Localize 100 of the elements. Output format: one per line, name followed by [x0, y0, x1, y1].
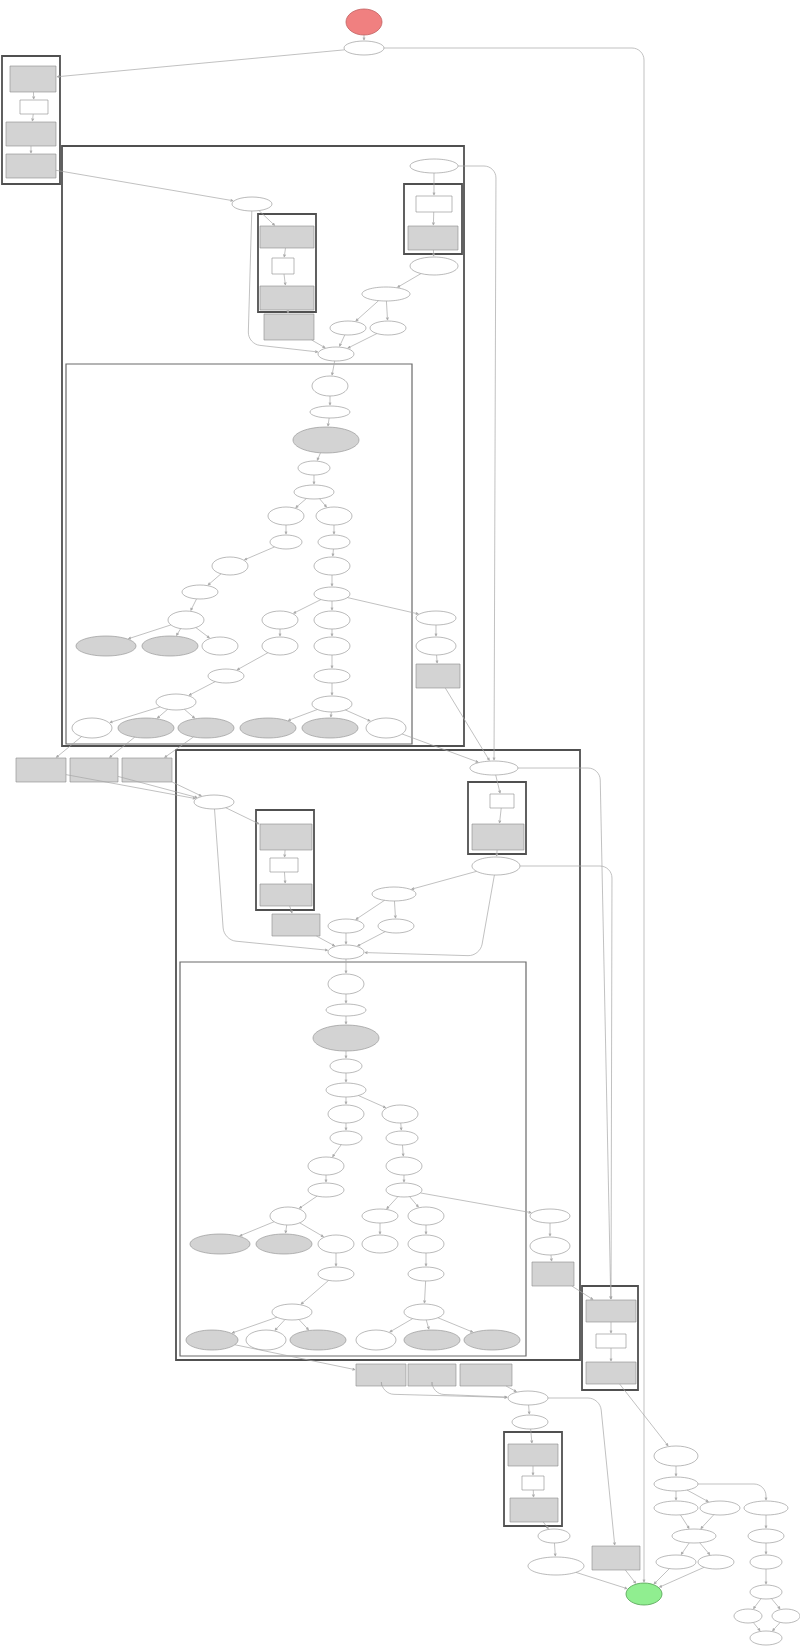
ellipse-node — [743, 1500, 789, 1516]
arrow — [347, 333, 378, 349]
arrow — [424, 1224, 428, 1235]
cluster-frame — [257, 213, 317, 313]
ellipse-node — [155, 693, 197, 711]
arrow — [239, 1221, 275, 1237]
ellipse-node — [407, 1206, 445, 1226]
arrow — [344, 1050, 348, 1059]
box-node — [19, 99, 49, 115]
cluster-frame — [503, 1431, 563, 1527]
arrow — [697, 1483, 768, 1501]
ellipse-node — [653, 1445, 699, 1467]
ellipse-node — [167, 610, 205, 630]
arrow — [234, 1344, 356, 1371]
ellipse-node — [309, 405, 351, 419]
arrow — [109, 706, 161, 724]
ellipse-node — [361, 1234, 399, 1254]
shaded-ellipse — [239, 717, 297, 739]
arrow — [344, 1015, 348, 1025]
shaded-box — [69, 757, 119, 783]
box-node — [595, 1333, 627, 1349]
arrow — [699, 1542, 711, 1555]
ellipse-node — [409, 158, 459, 174]
arrow — [553, 1542, 557, 1557]
arrow — [423, 1280, 426, 1304]
arrow — [505, 1385, 517, 1393]
arrow — [434, 624, 438, 637]
arrow — [327, 417, 330, 427]
arrow — [188, 681, 216, 696]
ellipse-node — [471, 856, 521, 876]
ellipse-node — [313, 668, 351, 684]
arrow — [411, 871, 477, 890]
shaded-box — [259, 883, 313, 907]
ellipse-node — [181, 584, 219, 600]
shaded-ellipse — [301, 717, 359, 739]
shaded-box — [507, 1443, 559, 1467]
arrow — [530, 1428, 534, 1444]
ellipse-node — [71, 717, 113, 739]
ellipse-node — [329, 1130, 363, 1146]
ellipse-node — [311, 695, 353, 713]
arrow — [283, 871, 287, 884]
shaded-box — [415, 663, 461, 689]
ellipse-node — [361, 286, 411, 302]
arrow — [316, 452, 321, 461]
ellipse-node — [529, 1236, 571, 1256]
ellipse-node — [385, 1156, 423, 1176]
ellipse-node — [307, 1156, 345, 1176]
arrow — [700, 1514, 715, 1529]
arrow — [56, 49, 346, 78]
ellipse-node — [329, 320, 367, 336]
arrow — [397, 273, 422, 288]
arrow — [686, 1489, 709, 1503]
arrow — [386, 1196, 399, 1210]
ellipse-node — [469, 760, 519, 776]
shaded-ellipse — [189, 1233, 251, 1255]
arrow — [532, 1489, 535, 1498]
arrow — [435, 654, 439, 664]
arrow — [401, 733, 479, 763]
arrow — [295, 498, 307, 508]
ellipse-node — [749, 1554, 783, 1570]
shaded-box — [15, 757, 67, 783]
arrow — [329, 711, 333, 718]
shaded-ellipse — [289, 1329, 347, 1351]
ellipse-node — [407, 1234, 445, 1254]
shaded-ellipse — [463, 1329, 521, 1351]
ellipse-node — [343, 40, 385, 56]
arrow — [772, 1622, 781, 1632]
arrow — [550, 1254, 553, 1262]
arrow — [344, 1122, 348, 1131]
arrow — [495, 774, 501, 794]
arrow — [157, 708, 168, 719]
arrow — [344, 958, 348, 974]
ellipse-node — [261, 610, 299, 630]
cluster-frame — [581, 1285, 639, 1391]
shaded-box — [407, 225, 459, 251]
shaded-box — [271, 913, 321, 937]
shaded-ellipse — [185, 1329, 239, 1351]
shaded-ellipse — [75, 635, 137, 657]
arrow — [109, 736, 135, 758]
arrow — [231, 1316, 278, 1334]
arrow — [248, 210, 319, 353]
arrow — [287, 709, 318, 721]
arrow — [383, 47, 646, 1583]
arrow — [752, 1622, 761, 1632]
ellipse-node — [317, 1266, 355, 1282]
ellipse-node — [369, 320, 407, 336]
arrow — [432, 249, 435, 257]
ellipse-node — [315, 506, 353, 526]
arrow — [619, 1383, 669, 1447]
shaded-ellipse — [255, 1233, 313, 1255]
arrow — [575, 1572, 628, 1590]
arrow — [332, 524, 336, 535]
ellipse-node — [361, 1208, 399, 1224]
arrow — [283, 273, 287, 286]
arrow — [378, 1222, 382, 1235]
arrow — [300, 1280, 329, 1305]
ellipse-node — [327, 973, 365, 995]
arrow — [394, 900, 397, 919]
arrow — [344, 1096, 348, 1105]
ellipse-node — [261, 636, 299, 656]
